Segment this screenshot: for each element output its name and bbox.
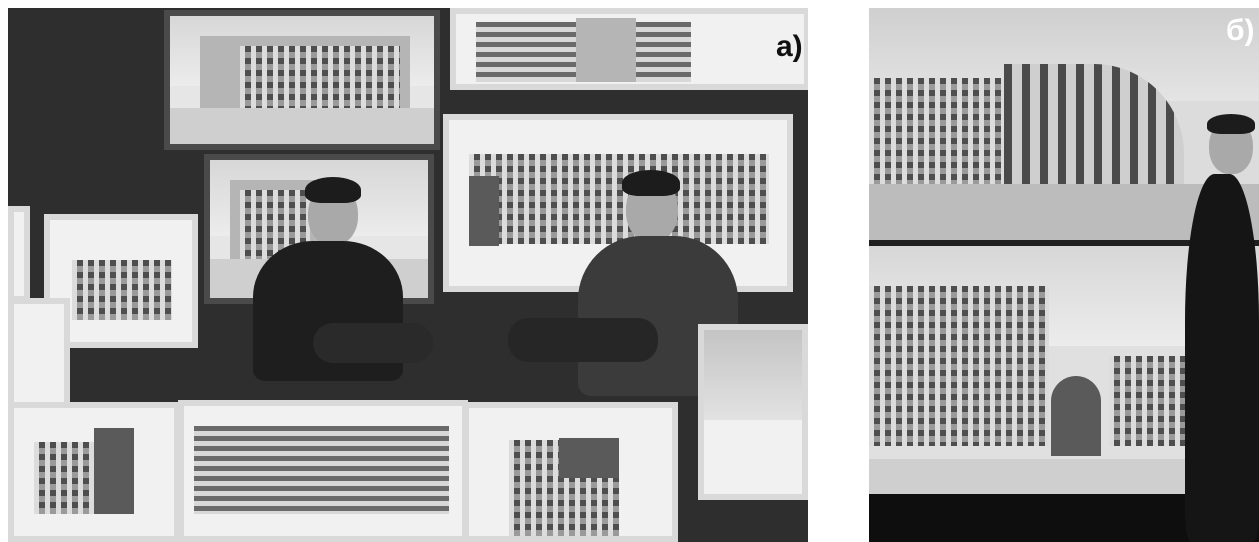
drawing-board-bottom-1 [8, 402, 180, 542]
drawn-windows-3 [72, 260, 172, 320]
photo-panel-b: б) [869, 8, 1259, 542]
drawing-board-left-lower [8, 298, 70, 408]
drawn-end-block [469, 176, 499, 246]
drawing-rounded-building [869, 8, 1259, 240]
drawn-windows [240, 46, 400, 108]
drawn-gate-arch [1051, 376, 1101, 456]
standing-man [1185, 114, 1259, 542]
drawn-facade-long [469, 154, 769, 244]
drawing-board-center-right [443, 114, 793, 292]
seated-man-right [508, 168, 738, 418]
drawing-board-bottom-2 [178, 400, 468, 542]
drawn-office-block [869, 78, 1004, 186]
drawing-board-top-center [450, 8, 808, 90]
panel-label-a: а) [776, 30, 803, 63]
drawing-board-lower-right [698, 324, 808, 500]
panel-label-b: б) [1226, 14, 1255, 47]
drawing-board-top-left [164, 10, 440, 150]
drawing-board-bottom-3 [463, 402, 678, 542]
seated-man-left [233, 173, 433, 413]
photo-panel-a: а) [8, 8, 808, 542]
drawing-board-edge-left [8, 206, 30, 302]
drawn-tower [576, 18, 636, 82]
drawn-long-facade [869, 286, 1049, 446]
drawn-facade-bottom-2 [194, 426, 449, 514]
